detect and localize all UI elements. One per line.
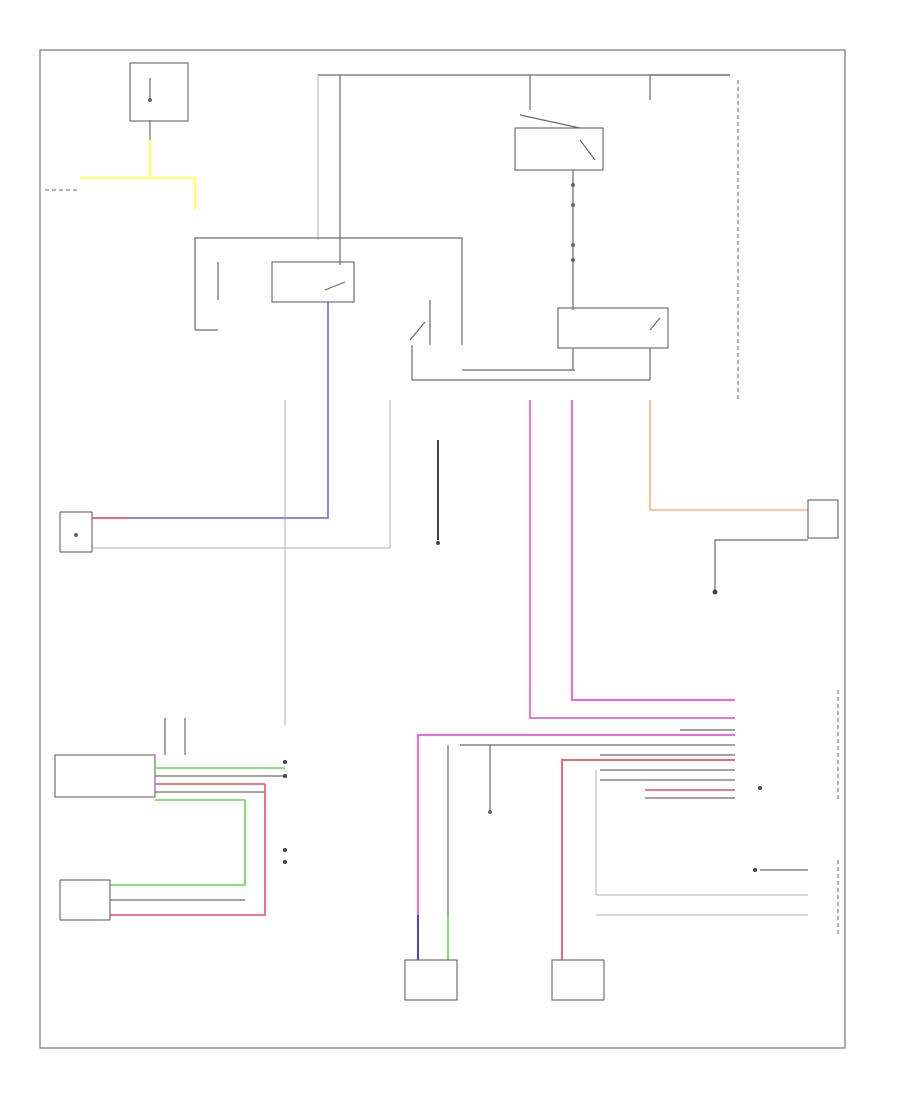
cooling-fan-relay bbox=[194, 237, 463, 330]
ecm-connector bbox=[460, 690, 839, 800]
ac-compressor-relay bbox=[557, 307, 669, 380]
wire-orange bbox=[649, 400, 808, 511]
fan-control-relay bbox=[409, 300, 650, 381]
fan-motor bbox=[59, 511, 93, 553]
wire-magenta-2 bbox=[417, 734, 735, 960]
battery-fuse-box bbox=[129, 62, 189, 140]
relay-box-top bbox=[514, 114, 604, 171]
wire-pink-1 bbox=[529, 400, 735, 719]
wire-yellow bbox=[80, 140, 197, 210]
ac-compressor bbox=[712, 499, 839, 595]
pressure-sensor-block bbox=[54, 718, 287, 801]
wire-red-2 bbox=[561, 759, 735, 960]
wire-blue-1 bbox=[92, 302, 329, 519]
ac-sensor-2 bbox=[551, 959, 605, 1001]
diagram-border bbox=[39, 49, 846, 1049]
wire-magenta-1 bbox=[571, 400, 735, 701]
ac-sensor-1 bbox=[404, 959, 458, 1001]
